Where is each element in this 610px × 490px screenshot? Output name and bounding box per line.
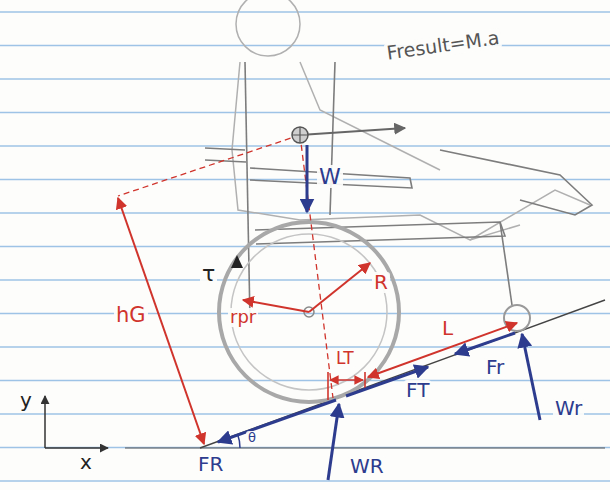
force-label: FT: [404, 380, 431, 401]
resultant-arrow: [300, 128, 405, 135]
resultant-force-label: Fresult=M.a: [384, 28, 503, 64]
dimension-label: rpr: [228, 308, 258, 327]
paper-rule: [0, 246, 610, 247]
ground-line: [125, 447, 605, 448]
cg-cross: [292, 127, 308, 143]
radius-arrow: [309, 263, 370, 312]
dimension-label: LT: [334, 350, 356, 368]
force-label: W: [317, 165, 343, 188]
paper-rule: [0, 279, 610, 280]
body: [232, 62, 520, 240]
dimension-lines: [118, 135, 517, 444]
rear-normal-arrow: [328, 404, 339, 480]
paper-rule: [0, 78, 610, 79]
caster-friction-arrow: [455, 333, 515, 354]
paper-rule: [0, 145, 610, 146]
legrest: [440, 150, 592, 215]
angle-label: θ: [246, 431, 258, 445]
force-label: Fr: [484, 357, 506, 378]
center-of-gravity: [292, 127, 308, 143]
tick: [327, 372, 329, 400]
force-label: FR: [196, 454, 225, 475]
lt-arrow: [330, 379, 363, 381]
paper-rule: [0, 447, 610, 448]
head: [236, 0, 300, 56]
rear-friction-arrow: [218, 400, 336, 442]
paper-rule: [0, 380, 610, 381]
paper-rule: [0, 45, 610, 46]
weight-arrow: [306, 145, 309, 212]
dashed-guide: [118, 135, 300, 196]
torque-label: τ: [200, 262, 217, 285]
axis-label: y: [18, 390, 34, 411]
paper-rule: [0, 212, 610, 213]
torque-arrowhead: [231, 255, 243, 268]
x-axis: [45, 447, 108, 449]
caster-normal-arrow: [522, 334, 540, 420]
dimension-label: L: [440, 318, 455, 339]
notebook-lines: [0, 12, 610, 481]
back-post: [330, 62, 335, 215]
dimension-label: hG: [114, 304, 148, 326]
front-post: [500, 222, 512, 305]
paper-rule: [0, 480, 610, 481]
force-arrows: [218, 145, 540, 480]
paper-rule: [0, 346, 610, 347]
paper-rule: [0, 112, 610, 113]
dimension-label: R: [372, 272, 390, 293]
tick: [364, 372, 366, 388]
force-label: WR: [348, 456, 386, 477]
y-axis: [44, 396, 46, 448]
arm: [300, 62, 440, 170]
back-post: [245, 62, 250, 320]
paper-rule: [0, 11, 610, 12]
chair-frame: [205, 62, 592, 320]
axis-label: x: [78, 452, 94, 473]
paper-rule: [0, 413, 610, 414]
force-label: Wr: [553, 398, 584, 419]
